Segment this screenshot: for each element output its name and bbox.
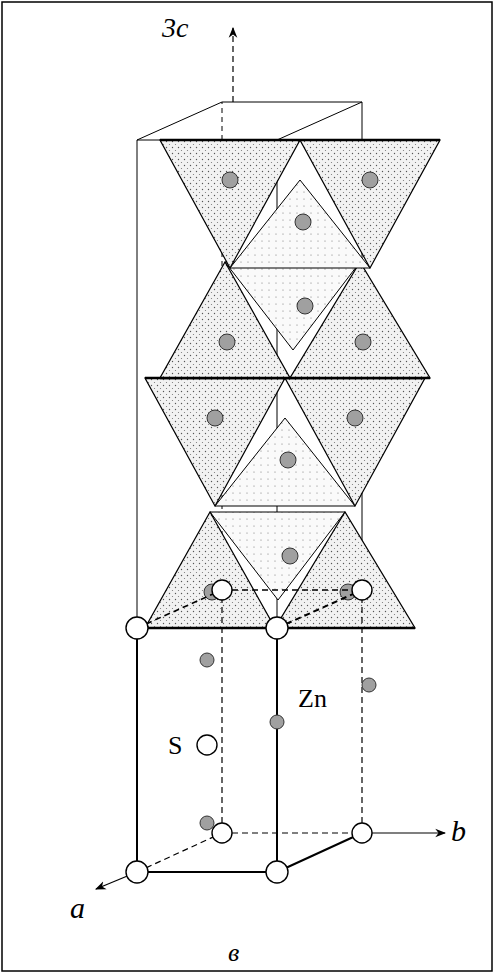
panel-letter: в bbox=[228, 940, 239, 966]
atom-label: S bbox=[168, 733, 182, 759]
axis-label: 3c bbox=[162, 14, 188, 42]
atom-label: Zn bbox=[298, 686, 327, 712]
axis-label: b bbox=[451, 816, 466, 846]
axis-label: a bbox=[70, 893, 85, 923]
